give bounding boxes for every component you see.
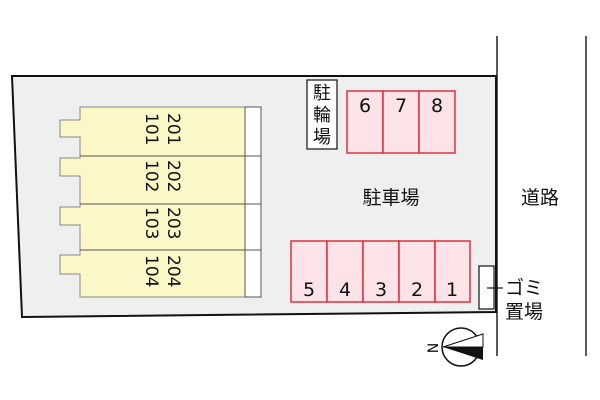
parking-space-5: [290, 240, 328, 303]
bicycle-parking-label-char: 輪: [313, 105, 331, 126]
garbage-area-label-line: 置場: [505, 301, 543, 323]
parking-space-8: [418, 90, 456, 154]
building-corridor: [244, 106, 262, 298]
parking-space-4: [326, 240, 364, 303]
parking-space-number: 8: [431, 95, 443, 117]
compass-north-label: N: [426, 343, 442, 353]
apartment-building: 201 101 202 102 203 103 204 104: [59, 106, 262, 298]
parking-space-number: 4: [339, 279, 351, 301]
road-label: 道路: [521, 187, 559, 209]
unit-upper-label: 204: [163, 255, 183, 287]
unit-lower-label: 104: [141, 255, 161, 287]
unit-upper-label: 203: [163, 207, 183, 239]
unit-upper-label: 201: [163, 113, 183, 145]
compass-north-arrow-icon: N: [426, 327, 484, 367]
parking-space-2: [398, 240, 436, 303]
unit-lower-label: 102: [141, 160, 161, 192]
parking-space-number: 6: [359, 95, 371, 117]
bicycle-parking: 駐 輪 場: [306, 79, 338, 150]
compass-arrow-half: [442, 333, 484, 348]
garbage-area: ゴミ 置場: [478, 265, 543, 323]
unit-lower-label: 103: [141, 207, 161, 239]
parking-space-3: [362, 240, 400, 303]
parking-lot-label: 駐車場: [362, 187, 419, 209]
bicycle-parking-label-char: 駐: [313, 83, 331, 104]
parking-space-number: 7: [395, 95, 407, 117]
parking-space-number: 2: [411, 279, 423, 301]
unit-upper-label: 202: [163, 160, 183, 192]
parking-bottom-row: 5 4 3 2 1: [290, 240, 471, 303]
bicycle-parking-label-char: 場: [313, 127, 331, 148]
unit-lower-label: 101: [141, 113, 161, 145]
parking-space-number: 3: [375, 279, 387, 301]
parking-space-1: [434, 240, 471, 303]
parking-top-row: 6 7 8: [346, 90, 456, 154]
parking-space-number: 5: [303, 279, 315, 301]
garbage-area-label-line: ゴミ: [505, 277, 543, 299]
parking-space-7: [382, 90, 420, 154]
parking-space-number: 1: [446, 279, 458, 301]
bicycle-parking-box: [306, 79, 338, 150]
